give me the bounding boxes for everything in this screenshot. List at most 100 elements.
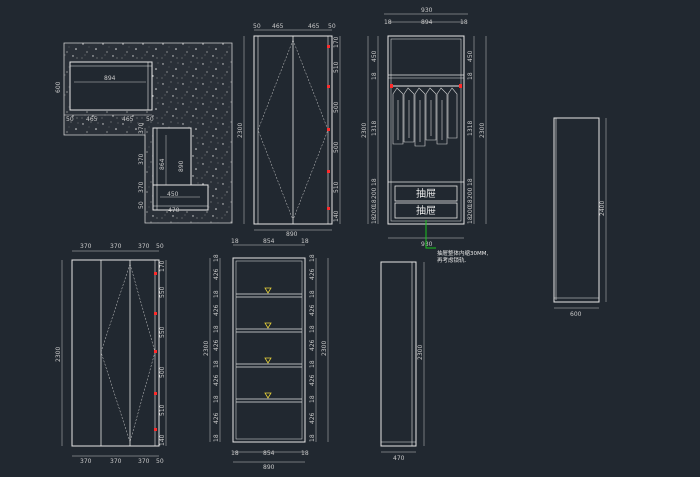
shelves (236, 293, 302, 403)
door-right-140: 140 (333, 210, 340, 222)
shelf-bot-18a: 18 (231, 450, 239, 457)
sl-18-12: 18 (213, 434, 220, 442)
ws-r-18d: 18 (467, 216, 474, 224)
plan-dim-370-top: 370 (138, 122, 145, 134)
d2-r-170: 170 (159, 260, 166, 272)
door-right-500b: 500 (333, 141, 340, 153)
shelf-bot-18b: 18 (301, 450, 309, 457)
ws-l-18a: 18 (371, 72, 378, 80)
plan-dim-864: 864 (159, 158, 166, 170)
shelf-height-left: 2300 (203, 341, 210, 356)
ws-l-18b: 18 (371, 178, 378, 186)
door-right-510a: 510 (333, 61, 340, 73)
plan-dim-600: 600 (55, 81, 62, 93)
plan-dim-450: 450 (167, 191, 179, 198)
sl-18-8: 18 (213, 395, 220, 403)
shelf-top-18a: 18 (231, 238, 239, 245)
drawer-1-label: 抽屉 (416, 187, 436, 200)
wardrobe-top-18a: 18 (384, 19, 392, 26)
d2-bot-370b: 370 (110, 458, 122, 465)
door-top-50b: 50 (328, 23, 336, 30)
note-line-2: 再考虑锁轨. (437, 256, 467, 264)
ws-r-18c: 18 (467, 199, 474, 207)
note-line-1: 抽屉整体内缩30MM, (437, 249, 488, 257)
d2-bot-50: 50 (156, 458, 164, 465)
sl-18-0: 18 (213, 254, 220, 262)
sr-426-7: 426 (309, 374, 316, 386)
sr-426-9: 426 (309, 412, 316, 424)
shelf-height-right: 2300 (321, 341, 328, 356)
door-swing-right (292, 39, 329, 221)
d2-top-370a: 370 (80, 243, 92, 250)
sl-18-4: 18 (213, 325, 220, 333)
d2-r-510: 510 (159, 404, 166, 416)
plan-dim-465b: 465 (122, 116, 134, 123)
plan-dim-890: 890 (178, 160, 185, 172)
wardrobe-top-930: 930 (421, 7, 433, 14)
door-elevation-2: 370 370 370 50 2300 370 370 370 50 170 5… (55, 243, 167, 465)
ws-l-18d: 18 (371, 216, 378, 224)
shelf-top-18b: 18 (301, 238, 309, 245)
ws-l-450: 450 (371, 50, 378, 62)
plan-dim-50-right: 50 (146, 116, 154, 123)
sr-426-1: 426 (309, 268, 316, 280)
d2-top-370c: 370 (138, 243, 150, 250)
side2-height: 2300 (417, 345, 424, 360)
ws-r-200b: 200 (467, 205, 474, 217)
plan-cabinet-top (69, 61, 153, 111)
shelf-bot-854: 854 (263, 450, 275, 457)
sr-18-0: 18 (309, 254, 316, 262)
drawer-2 (394, 202, 458, 219)
wardrobe-top-894: 894 (421, 19, 433, 26)
d2-top-370b: 370 (110, 243, 122, 250)
shelf-unit: 18 854 18 18 854 18 890 2300 2300 18 426… (203, 238, 329, 471)
d2-r-500: 500 (159, 366, 166, 378)
drawer-1 (394, 185, 458, 202)
door-bottom-890: 890 (286, 231, 298, 238)
d2-r-550b: 550 (159, 326, 166, 338)
plan-dim-465a: 465 (86, 116, 98, 123)
sr-18-6: 18 (309, 360, 316, 368)
d2-r-140: 140 (159, 434, 166, 446)
sr-18-4: 18 (309, 325, 316, 333)
sl-426-9: 426 (213, 412, 220, 424)
shelf-bot-890: 890 (263, 464, 275, 471)
wardrobe-interior: 抽屉 抽屉 930 18 894 18 2300 2300 450 18 131… (361, 7, 488, 264)
sl-426-3: 426 (213, 304, 220, 316)
side-panel-2: 2300 470 (380, 261, 425, 462)
d2-bot-370a: 370 (80, 458, 92, 465)
side-panel-width: 600 (570, 311, 582, 318)
sr-426-5: 426 (309, 339, 316, 351)
sl-426-5: 426 (213, 339, 220, 351)
plan-dim-50-left: 50 (66, 116, 74, 123)
plan-dim-894: 894 (104, 75, 116, 82)
wardrobe-bottom-930: 930 (421, 241, 433, 248)
side-panel-height: 2400 (599, 201, 606, 216)
wardrobe-top-18b: 18 (460, 19, 468, 26)
ws-r-450: 450 (467, 50, 474, 62)
ws-l-1318: 1318 (371, 121, 378, 136)
door-right-170: 170 (333, 36, 340, 48)
door-top-465a: 465 (272, 23, 284, 30)
sl-18-6: 18 (213, 360, 220, 368)
sr-18-2: 18 (309, 290, 316, 298)
plan-dim-370-low: 370 (138, 181, 145, 193)
ws-l-200a: 200 (371, 187, 378, 199)
ws-r-18a: 18 (467, 72, 474, 80)
shelf-top-854: 854 (263, 238, 275, 245)
door-elevation: 50 465 465 50 2300 890 170 510 500 500 5… (237, 23, 341, 238)
door-top-50a: 50 (253, 23, 261, 30)
ws-r-18b: 18 (467, 178, 474, 186)
d2-top-50: 50 (156, 243, 164, 250)
sr-18-8: 18 (309, 395, 316, 403)
side-panel: 2400 600 (553, 117, 607, 318)
sr-18-12: 18 (309, 434, 316, 442)
ws-r-1318: 1318 (467, 121, 474, 136)
plan-view: 894 50 465 465 50 600 370 370 370 50 864… (55, 42, 233, 224)
d2-bot-370c: 370 (138, 458, 150, 465)
wardrobe-height-left: 2300 (361, 123, 368, 138)
d2-r-550a: 550 (159, 286, 166, 298)
door-height: 2300 (237, 123, 244, 138)
sl-426-1: 426 (213, 268, 220, 280)
